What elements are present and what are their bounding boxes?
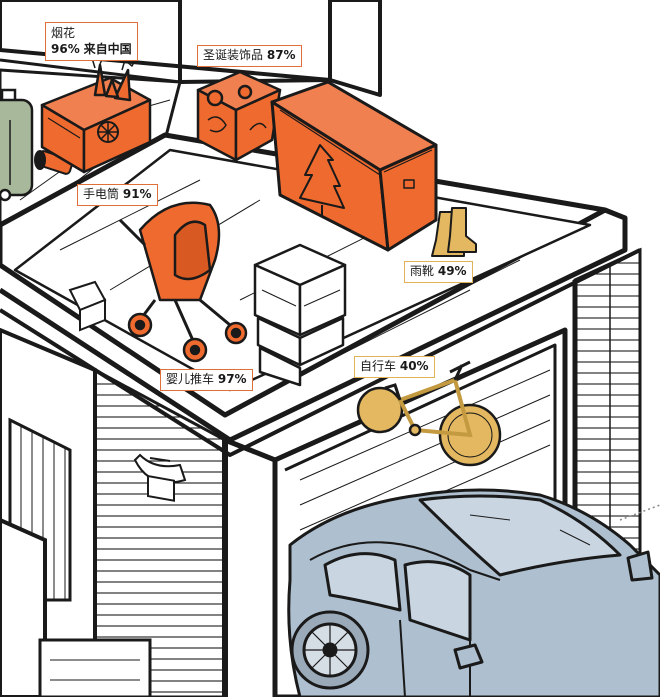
storage-containers — [253, 243, 347, 387]
suitcase — [0, 88, 34, 202]
label-fireworks-name: 烟花 — [51, 26, 76, 40]
flashlight — [34, 150, 74, 175]
label-fireworks-suffix: 来自中国 — [83, 42, 132, 56]
car — [287, 488, 660, 697]
label-stroller-name: 婴儿推车 — [166, 372, 215, 386]
label-bicycle-value: 40% — [399, 359, 429, 373]
wall-mail-holder — [133, 453, 187, 502]
label-fireworks-value: 96% — [51, 42, 80, 56]
label-decorations-name: 圣诞装饰品 — [203, 48, 264, 62]
decorations-box-open — [196, 70, 282, 162]
label-stroller-value: 97% — [217, 372, 247, 386]
label-decorations: 圣诞装饰品 87% — [197, 45, 302, 67]
dotted-path — [619, 504, 660, 521]
label-bicycle: 自行车 40% — [354, 356, 435, 378]
label-flashlight-value: 91% — [122, 187, 152, 201]
label-boots: 雨靴 49% — [404, 261, 473, 283]
rain-boots — [431, 207, 477, 257]
fireworks-box — [40, 54, 152, 174]
label-flashlight: 手电筒 91% — [77, 184, 158, 206]
label-fireworks-line2: 96% 来自中国 — [51, 41, 132, 57]
small-box — [68, 280, 107, 332]
stroller — [118, 201, 248, 363]
label-boots-name: 雨靴 — [410, 264, 435, 278]
left-lower-wall — [0, 327, 152, 697]
label-flashlight-name: 手电筒 — [83, 187, 120, 201]
label-stroller: 婴儿推车 97% — [160, 369, 253, 391]
label-fireworks: 烟花 96% 来自中国 — [45, 22, 138, 61]
christmas-tree-box — [270, 80, 438, 252]
label-bicycle-name: 自行车 — [360, 359, 397, 373]
label-boots-value: 49% — [437, 264, 467, 278]
label-decorations-value: 87% — [266, 48, 296, 62]
bicycle — [356, 360, 502, 467]
